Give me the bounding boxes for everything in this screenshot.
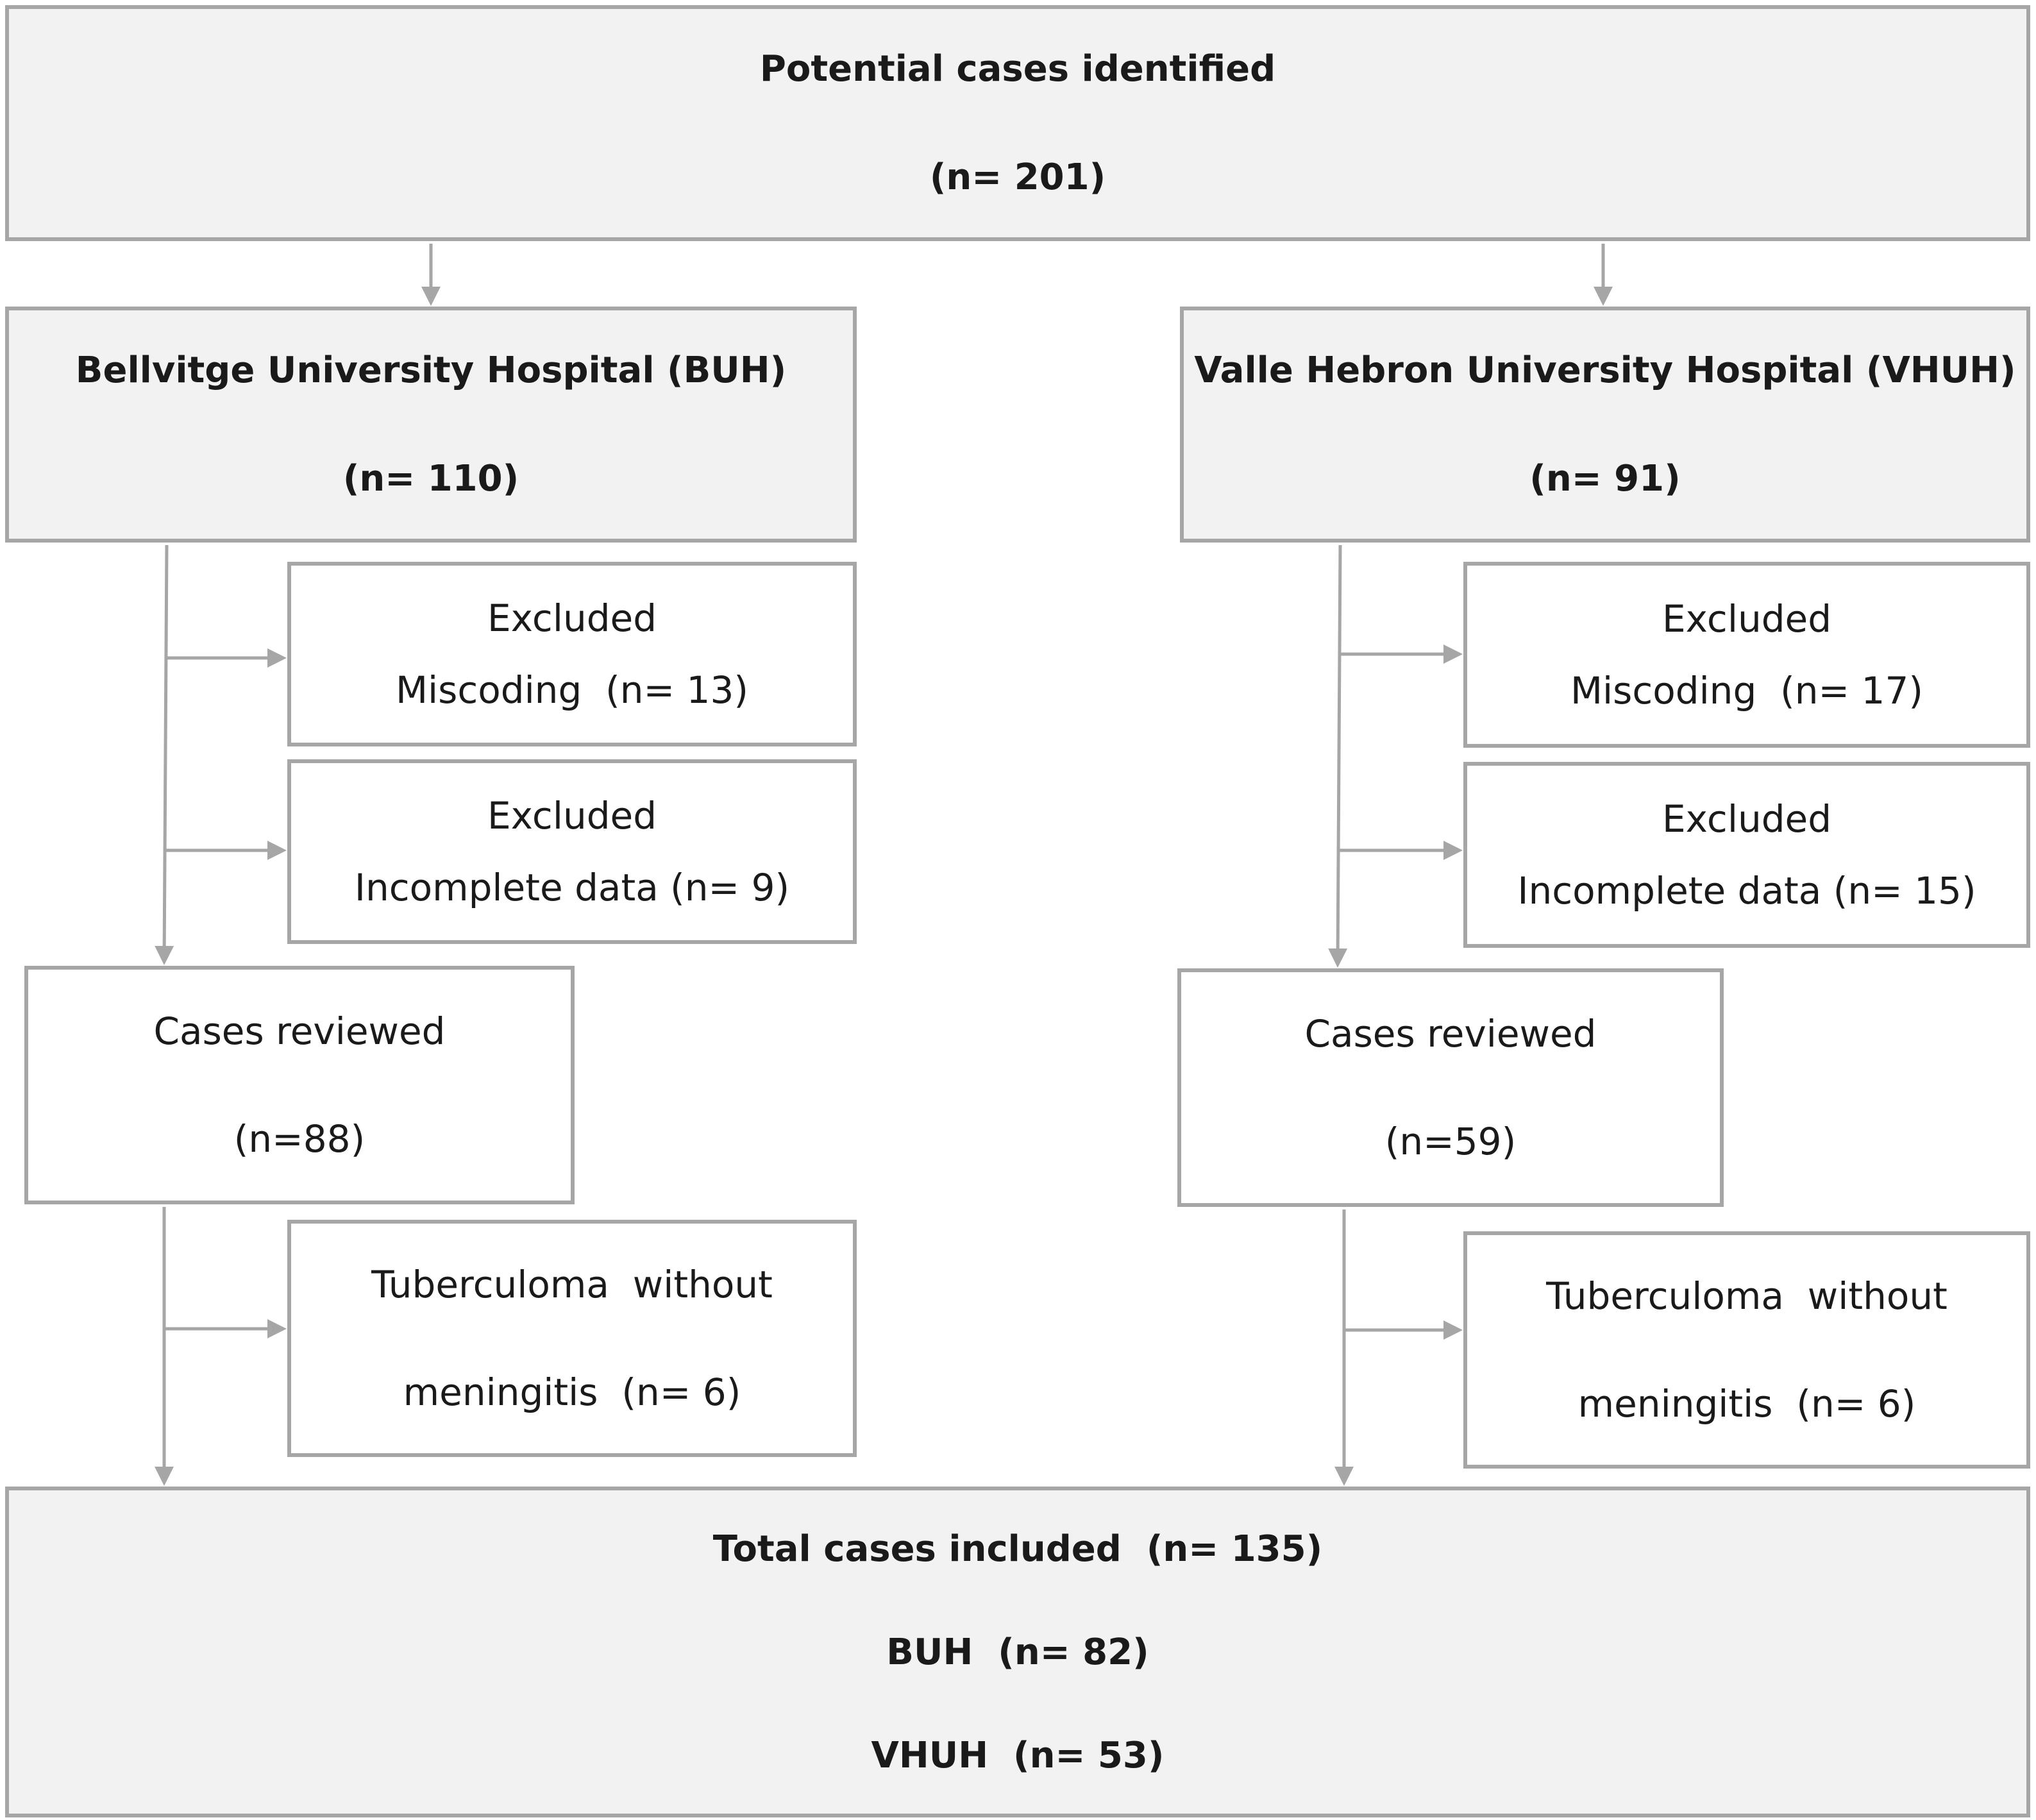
buh-reviewed-label: Cases reviewed [153,1009,446,1053]
vhuh-incomplete-detail: Incomplete data (n= 15) [1517,869,1976,913]
vhuh-reviewed-box: Cases reviewed (n=59) [1177,968,1724,1207]
vhuh-reviewed-label: Cases reviewed [1304,1012,1597,1056]
vhuh-box: Valle Hebron University Hospital (VHUH) … [1180,307,2030,543]
buh-title: Bellvitge University Hospital (BUH) [75,350,787,391]
potential-cases-box: Potential cases identified (n= 201) [5,5,2030,241]
buh-excluded-label: Excluded [487,794,657,838]
vhuh-tuberculoma-line1: Tuberculoma without [1546,1274,1948,1318]
arrow-buh-to-reviewed [155,544,174,965]
vhuh-tuberculoma-box: Tuberculoma without meningitis (n= 6) [1463,1231,2030,1469]
vhuh-excluded-label: Excluded [1662,797,1832,841]
buh-excluded-miscoding-box: Excluded Miscoding (n= 13) [287,562,857,746]
vhuh-excluded-incomplete-box: Excluded Incomplete data (n= 15) [1463,762,2030,948]
potential-cases-count: (n= 201) [929,156,1106,198]
vhuh-excluded-label: Excluded [1662,597,1832,641]
vhuh-miscoding-detail: Miscoding (n= 17) [1570,669,1923,712]
total-cases-title: Total cases included (n= 135) [712,1528,1323,1570]
buh-incomplete-detail: Incomplete data (n= 9) [354,866,790,909]
buh-tuberculoma-box: Tuberculoma without meningitis (n= 6) [287,1220,857,1457]
vhuh-reviewed-count: (n=59) [1384,1120,1517,1163]
total-vhuh: VHUH (n= 53) [871,1734,1165,1776]
buh-excluded-incomplete-box: Excluded Incomplete data (n= 9) [287,759,857,944]
buh-tuberculoma-line2: meningitis (n= 6) [403,1370,741,1414]
buh-miscoding-detail: Miscoding (n= 13) [396,668,748,712]
vhuh-count: (n= 91) [1529,458,1681,500]
buh-excluded-label: Excluded [487,596,657,640]
arrow-vhuh-to-reviewed [1328,544,1348,968]
vhuh-excluded-miscoding-box: Excluded Miscoding (n= 17) [1463,562,2030,748]
buh-reviewed-box: Cases reviewed (n=88) [24,966,575,1204]
vhuh-title: Valle Hebron University Hospital (VHUH) [1194,350,2016,391]
buh-reviewed-count: (n=88) [233,1117,366,1161]
total-cases-box: Total cases included (n= 135) BUH (n= 82… [5,1487,2030,1817]
potential-cases-title: Potential cases identified [759,48,1276,90]
buh-box: Bellvitge University Hospital (BUH) (n= … [5,307,857,543]
vhuh-tuberculoma-line2: meningitis (n= 6) [1577,1382,1916,1426]
total-buh: BUH (n= 82) [886,1631,1149,1673]
buh-tuberculoma-line1: Tuberculoma without [371,1263,773,1306]
buh-count: (n= 110) [342,458,519,500]
